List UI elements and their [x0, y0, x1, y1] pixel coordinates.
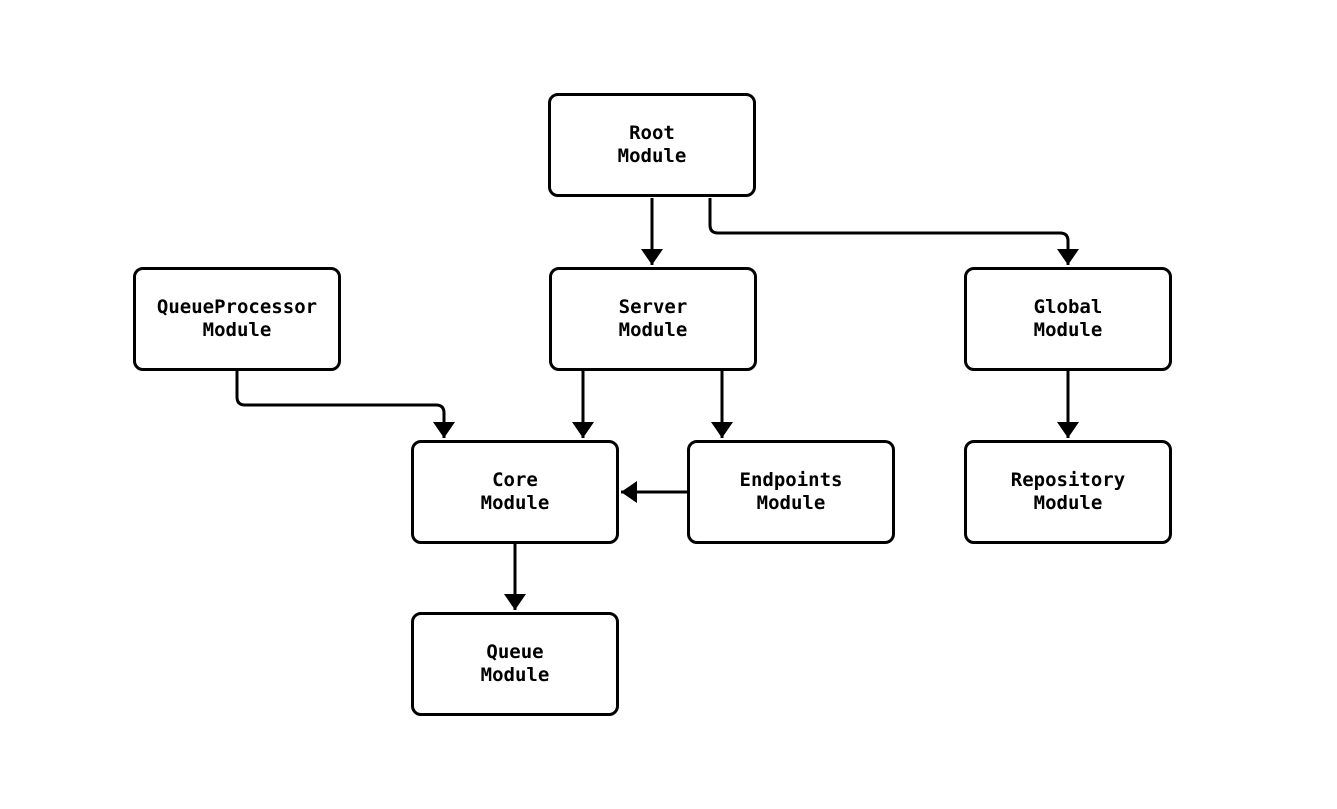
edge-queueprocessor-to-core [235, 371, 455, 438]
node-endpoints-module: Endpoints Module [687, 440, 895, 544]
node-repository-module: Repository Module [964, 440, 1172, 544]
node-queueprocessor-module: QueueProcessor Module [133, 267, 341, 371]
node-global-module: Global Module [964, 267, 1172, 371]
node-core-module: Core Module [411, 440, 619, 544]
node-queue-module: Queue Module [411, 612, 619, 716]
edge-root-to-global [708, 198, 1079, 265]
node-root-module: Root Module [548, 93, 756, 197]
node-server-module: Server Module [549, 267, 757, 371]
